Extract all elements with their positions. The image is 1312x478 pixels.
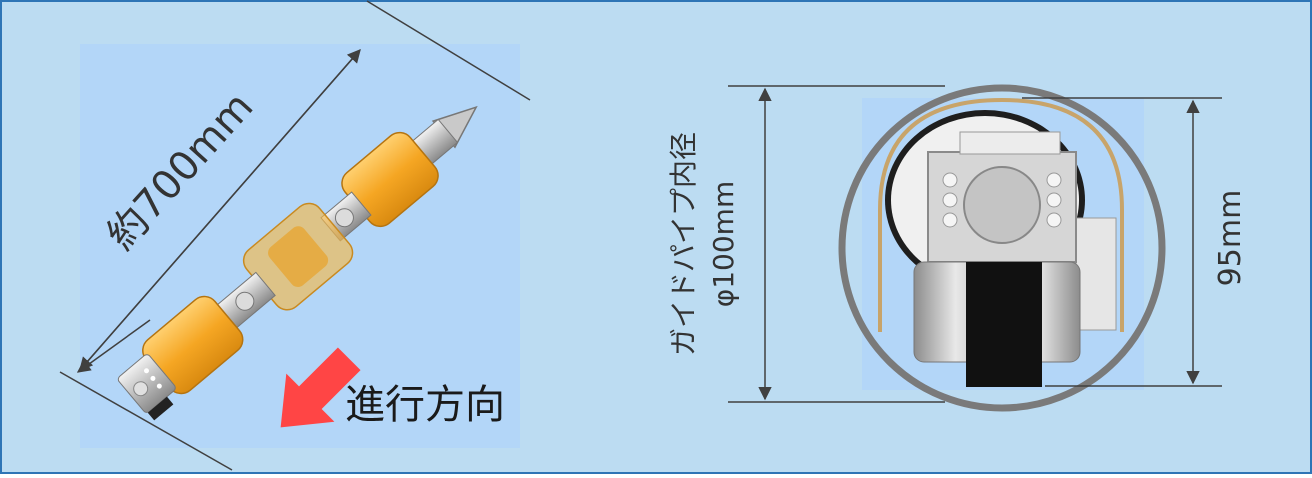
- pipe-diameter-label-line2: φ100mm: [707, 181, 740, 307]
- pipe-diameter-dimension: [728, 85, 945, 403]
- robot-cross-section: [878, 97, 1124, 387]
- height-label: 95mm: [1213, 190, 1248, 287]
- guide-pipe-ring: [838, 84, 1166, 412]
- pipe-diameter-label-line1: ガイドパイプ内径: [667, 132, 700, 356]
- direction-label: 進行方向: [345, 382, 505, 428]
- length-dimension: [59, 0, 531, 471]
- direction-arrow: [280, 347, 361, 428]
- height-dimension: [1022, 97, 1222, 387]
- robot-illustration: [117, 105, 478, 421]
